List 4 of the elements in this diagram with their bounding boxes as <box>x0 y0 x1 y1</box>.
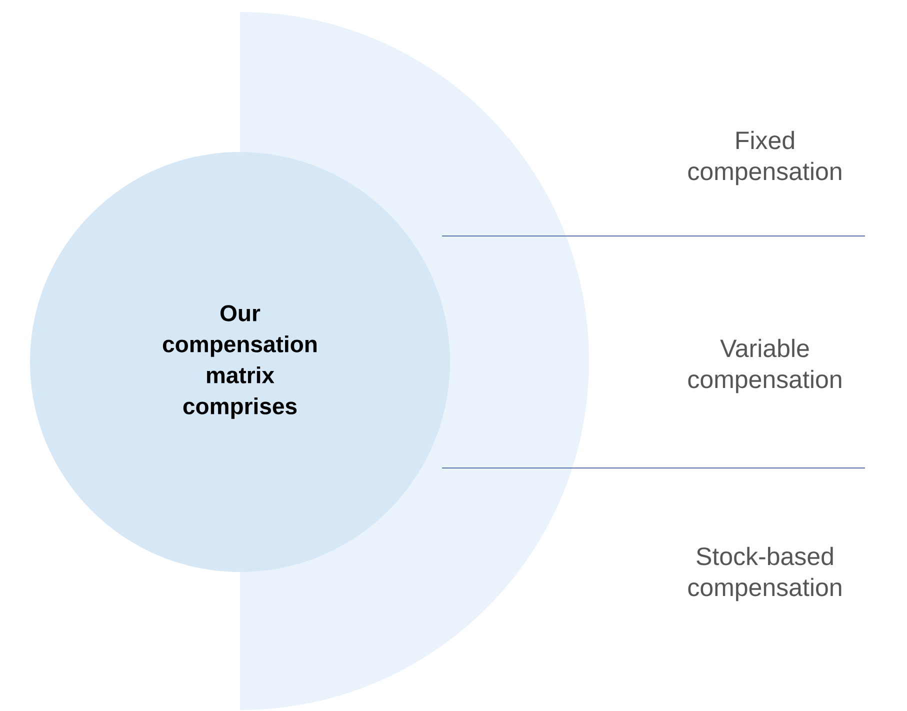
category-label: Stock-based compensation <box>688 546 842 602</box>
circle-node: Our compensation matrix comprises <box>30 152 450 572</box>
category-label: Variable compensation <box>688 338 842 394</box>
category-label: Fixed compensation <box>688 130 842 186</box>
